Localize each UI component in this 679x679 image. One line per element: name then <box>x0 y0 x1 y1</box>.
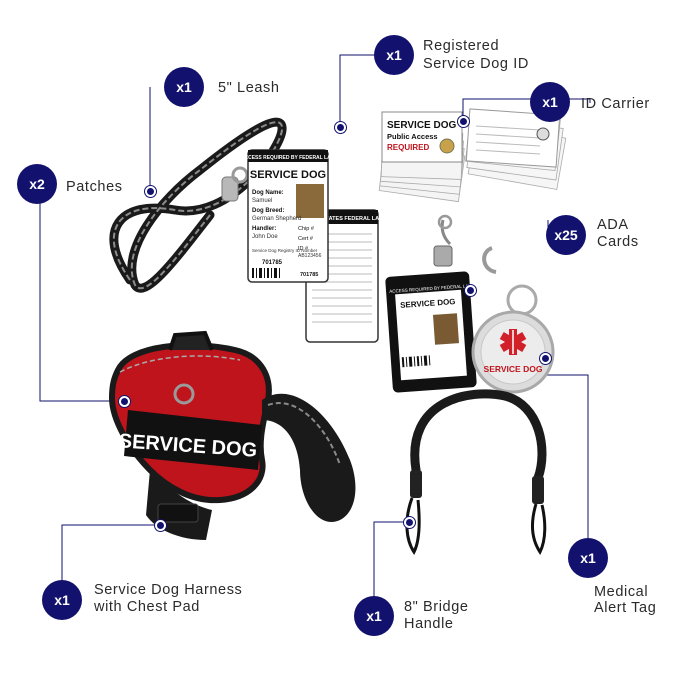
id-chip-label: Chip # <box>298 226 315 232</box>
id-dog-name: Samuel <box>252 198 272 204</box>
leash-qty-badge: x1 <box>164 67 204 107</box>
ada-cards-label-line2: Cards <box>597 234 639 250</box>
registered-id-label-line2: Service Dog ID <box>423 56 529 72</box>
registered-id-connector-dot <box>335 122 346 133</box>
registered-id-qty-badge: x1 <box>374 35 414 75</box>
id-registry-number: 701785 <box>262 260 283 266</box>
id-carrier-connector-dot-2 <box>465 285 476 296</box>
bridge-handle-illustration <box>405 389 547 555</box>
id-handler-label: Handler: <box>252 226 276 232</box>
patches-qty-badge: x2 <box>17 164 57 204</box>
id-cert-label: Cert # <box>298 236 314 242</box>
harness-label-line1: Service Dog Harness <box>94 582 243 598</box>
id-carrier-label: ID Carrier <box>581 96 650 112</box>
id-id-label: ID # <box>298 246 309 252</box>
ada-card-line3: REQUIRED <box>387 143 429 152</box>
id-carrier-connector-dot <box>458 116 469 127</box>
registered-id-label-line1: Registered <box>423 38 500 54</box>
id-registry-label: Service Dog Registry ID Number <box>252 248 318 253</box>
ada-cards-qty-badge: x25 <box>546 215 586 255</box>
id-dog-name-label: Dog Name: <box>252 190 284 196</box>
id-handler: John Doe <box>252 234 278 240</box>
leash-connector-dot <box>145 186 156 197</box>
id-back-header: UNITED STATES FEDERAL LAW <box>300 216 385 222</box>
id-registry-number-2: 701785 <box>300 272 318 278</box>
bridge-handle-label-line1: 8" Bridge <box>404 599 469 615</box>
id-breed-label: Dog Breed: <box>252 208 284 214</box>
carrier-header: ACCESS REQUIRED BY FEDERAL LAW <box>389 283 473 294</box>
harness-qty-badge: x1 <box>42 580 82 620</box>
harness-label-line2: with Chest Pad <box>94 599 200 615</box>
ada-cards-stack: SERVICE DOG Public Access REQUIRED <box>378 108 567 203</box>
id-carrier-illustration: ACCESS REQUIRED BY FEDERAL LAW SERVICE D… <box>385 214 477 393</box>
id-carrier-qty-badge: x1 <box>530 82 570 122</box>
leash-label: 5" Leash <box>218 80 280 96</box>
id-front-header: ACCESS REQUIRED BY FEDERAL LAW <box>241 155 336 161</box>
medical-tag-qty-badge: x1 <box>568 538 608 578</box>
carrier-title: SERVICE DOG <box>400 297 456 310</box>
ada-card-line1: SERVICE DOG <box>387 120 456 131</box>
leash-illustration <box>109 117 287 293</box>
patches-connector-dot <box>119 396 130 407</box>
id-id-value: AB123456 <box>298 253 322 259</box>
bridge-handle-connector-dot <box>404 517 415 528</box>
harness-connector-dot <box>155 520 166 531</box>
harness-illustration: SERVICE DOG <box>108 330 356 540</box>
id-front-title: SERVICE DOG <box>250 169 326 181</box>
patches-label: Patches <box>66 179 123 195</box>
medical-tag-label-line2: Alert Tag <box>594 600 657 616</box>
bridge-handle-qty-badge: x1 <box>354 596 394 636</box>
id-breed: German Shepherd <box>252 216 301 222</box>
medical-tag-illustration: SERVICE DOG <box>471 246 555 394</box>
medical-tag-label-line1: Medical <box>594 584 649 600</box>
medical-tag-text: SERVICE DOG <box>484 364 543 374</box>
id-card-front: ACCESS REQUIRED BY FEDERAL LAW SERVICE D… <box>241 149 336 283</box>
ada-card-line2: Public Access <box>387 132 438 141</box>
bridge-handle-label-line2: Handle <box>404 616 454 632</box>
ada-cards-label-line1: ADA <box>597 217 629 233</box>
medical-tag-connector-dot <box>540 353 551 364</box>
